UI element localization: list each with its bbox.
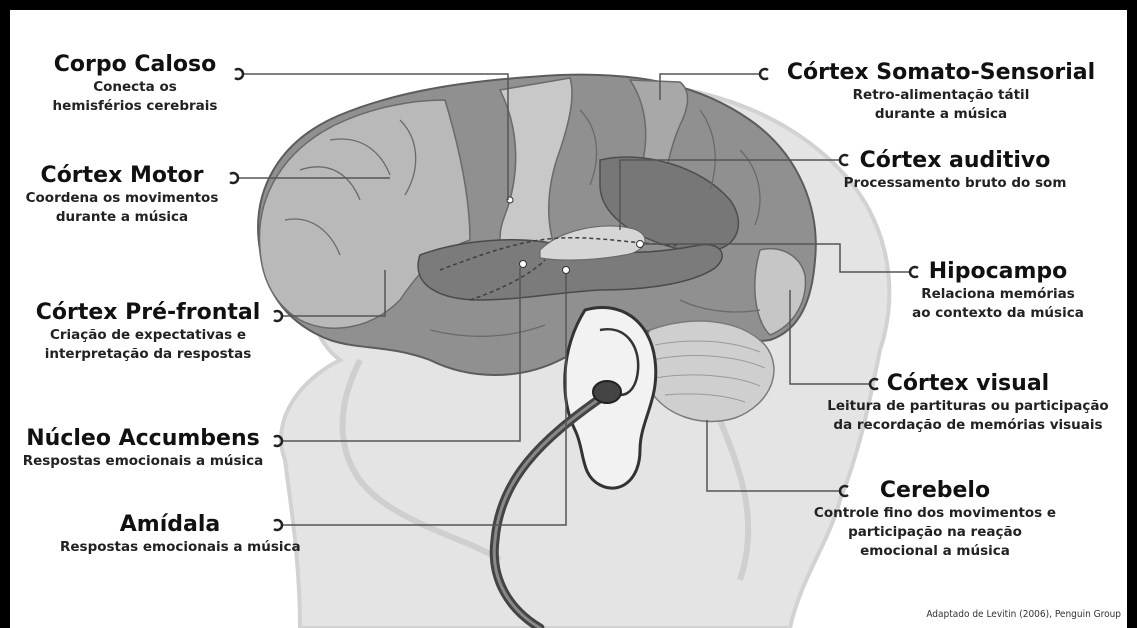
label-title: Córtex Motor — [14, 163, 230, 189]
label-cerebelo: Cerebelo Controle fino dos movimentos e … — [800, 478, 1070, 561]
label-nucleo-accumbens: Núcleo Accumbens Respostas emocionais a … — [14, 426, 272, 471]
label-desc-line: da recordação de memórias visuais — [818, 416, 1118, 435]
label-desc-line: emocional a música — [800, 542, 1070, 561]
label-desc: Relaciona memórias ao contexto da música — [912, 285, 1084, 323]
label-desc-line: Processamento bruto do som — [836, 174, 1074, 193]
label-title: Córtex Pré-frontal — [28, 300, 268, 326]
label-title: Amídala — [60, 512, 280, 538]
label-desc: Criação de expectativas e interpretação … — [28, 326, 268, 364]
label-title: Núcleo Accumbens — [14, 426, 272, 452]
label-cortex-auditivo: Córtex auditivo Processamento bruto do s… — [836, 148, 1074, 193]
label-desc-line: Leitura de partituras ou participação — [818, 397, 1118, 416]
label-desc-line: durante a música — [776, 105, 1106, 124]
label-desc: Conecta os hemisférios cerebrais — [30, 78, 240, 116]
label-corpo-caloso: Corpo Caloso Conecta os hemisférios cere… — [30, 52, 240, 116]
label-desc: Processamento bruto do som — [836, 174, 1074, 193]
label-desc: Coordena os movimentos durante a música — [14, 189, 230, 227]
label-cortex-motor: Córtex Motor Coordena os movimentos dura… — [14, 163, 230, 227]
label-title: Hipocampo — [912, 259, 1084, 285]
label-title: Córtex Somato-Sensorial — [776, 60, 1106, 86]
label-desc-line: Criação de expectativas e — [28, 326, 268, 345]
label-title: Corpo Caloso — [30, 52, 240, 78]
label-desc: Respostas emocionais a música — [60, 538, 280, 557]
label-desc-line: Controle fino dos movimentos e — [800, 504, 1070, 523]
label-cortex-visual: Córtex visual Leitura de partituras ou p… — [818, 371, 1118, 435]
source-credit: Adaptado de Levitin (2006), Penguin Grou… — [926, 609, 1121, 620]
label-hipocampo: Hipocampo Relaciona memórias ao contexto… — [912, 259, 1084, 323]
label-desc-line: Retro-alimentação tátil — [776, 86, 1106, 105]
label-cortex-somato-sensorial: Córtex Somato-Sensorial Retro-alimentaçã… — [776, 60, 1106, 124]
label-desc-line: participação na reação — [800, 523, 1070, 542]
label-desc-line: durante a música — [14, 208, 230, 227]
label-desc: Retro-alimentação tátil durante a música — [776, 86, 1106, 124]
label-desc-line: ao contexto da música — [912, 304, 1084, 323]
label-desc-line: Relaciona memórias — [912, 285, 1084, 304]
label-desc-line: Coordena os movimentos — [14, 189, 230, 208]
label-amidala: Amídala Respostas emocionais a música — [60, 512, 280, 557]
label-title: Córtex auditivo — [836, 148, 1074, 174]
label-desc-line: Conecta os — [30, 78, 240, 97]
label-desc-line: Respostas emocionais a música — [14, 452, 272, 471]
label-title: Cerebelo — [800, 478, 1070, 504]
label-desc-line: interpretação da respostas — [28, 345, 268, 364]
label-desc-line: Respostas emocionais a música — [60, 538, 280, 557]
label-desc: Controle fino dos movimentos e participa… — [800, 504, 1070, 561]
label-desc: Respostas emocionais a música — [14, 452, 272, 471]
label-cortex-prefrontal: Córtex Pré-frontal Criação de expectativ… — [28, 300, 268, 364]
label-title: Córtex visual — [818, 371, 1118, 397]
label-desc-line: hemisférios cerebrais — [30, 97, 240, 116]
label-desc: Leitura de partituras ou participação da… — [818, 397, 1118, 435]
